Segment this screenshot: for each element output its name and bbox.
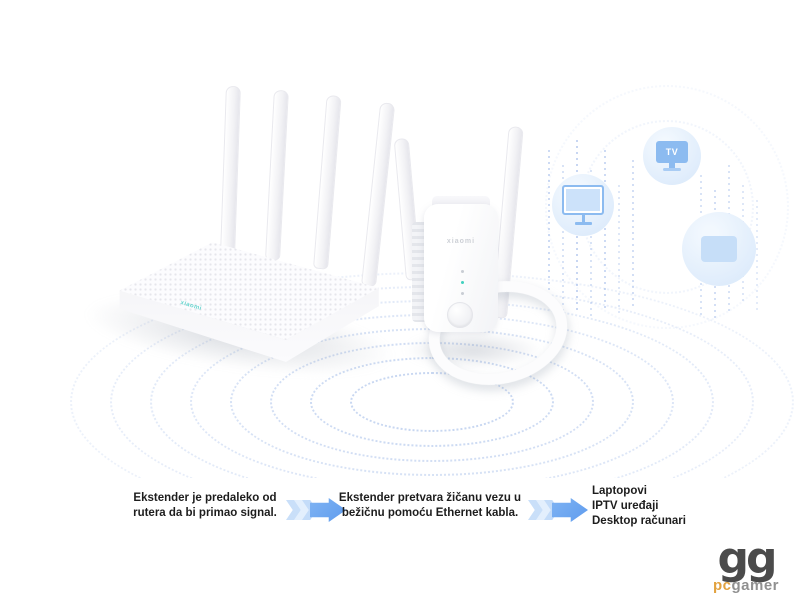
extender-brand-label: xiaomi [446, 238, 476, 245]
step3-text: Laptopovi IPTV uređaji Desktop računari [592, 484, 732, 529]
signal-dots [618, 185, 620, 315]
monitor-icon [552, 174, 614, 236]
signal-dots [562, 165, 564, 325]
extender-body: xiaomi [424, 204, 498, 332]
chevron-icon [286, 500, 301, 520]
status-led [461, 292, 464, 295]
pcgamer-wordmark: pcgamer [700, 578, 792, 594]
chevron-icon [294, 500, 309, 520]
step2-line1: Ekstender pretvara žičanu vezu u [338, 492, 522, 504]
signal-dots [590, 170, 592, 320]
signal-dots [756, 200, 758, 310]
tv-base [663, 168, 681, 171]
signal-halo [545, 85, 789, 329]
monitor-screen [562, 185, 604, 215]
flow-arrow-icon [528, 498, 588, 522]
step3-line1: Laptopovi [592, 485, 647, 497]
flow-arrow-icon [286, 498, 346, 522]
tv-stand [669, 163, 675, 168]
tablet-icon [682, 212, 756, 286]
pcgamer-pc: pc [712, 577, 732, 594]
step2-text: Ekstender pretvara žičanu vezu u bežičnu… [338, 491, 522, 521]
monitor-stand [581, 215, 585, 222]
chevron-icon [528, 500, 543, 520]
tv-icon: TV [643, 127, 701, 185]
signal-dots [548, 150, 550, 300]
chevron-icon [536, 500, 551, 520]
step2-line2: bežičnu pomoću Ethernet kabla. [341, 507, 519, 519]
tv-screen: TV [656, 141, 688, 163]
step1-line1: Ekstender je predaleko od [133, 492, 277, 504]
arrow-head-icon [552, 498, 588, 522]
step3-line3: Desktop računari [592, 515, 686, 527]
step1-text: Ekstender je predaleko od rutera da bi p… [130, 491, 280, 521]
signal-dots [604, 150, 606, 310]
step1-line2: rutera da bi primao signal. [133, 507, 277, 519]
pcgamer-gg-mark: gg [717, 533, 778, 584]
pcgamer-logo: gg pcgamer [700, 533, 792, 594]
step3-line2: IPTV uređaji [592, 500, 659, 512]
tablet-screen [701, 236, 737, 262]
signal-dots [632, 160, 634, 310]
extender-shadow [398, 330, 548, 370]
status-led [461, 281, 464, 284]
router-antenna [220, 85, 241, 257]
monitor-base [574, 222, 592, 225]
status-led [461, 270, 464, 273]
wps-button [447, 302, 473, 328]
router-body [78, 232, 398, 362]
pcgamer-gamer: gamer [731, 577, 780, 594]
